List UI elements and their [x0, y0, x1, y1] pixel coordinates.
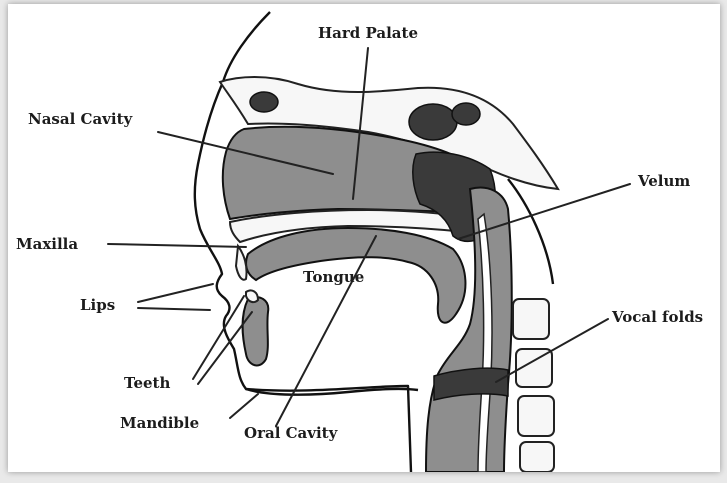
diagram-canvas: Hard Palate Nasal Cavity Velum Maxilla T…: [8, 4, 720, 472]
label-tongue: Tongue: [303, 268, 364, 286]
vertebrae: [508, 179, 554, 472]
leader-maxilla: [108, 244, 246, 247]
label-nasal-cavity: Nasal Cavity: [28, 110, 134, 128]
label-teeth: Teeth: [124, 374, 170, 392]
leader-lips-lower: [138, 308, 210, 310]
vocal-tract-drawing: [195, 12, 558, 472]
label-lips: Lips: [80, 296, 115, 314]
lower-teeth: [246, 290, 258, 302]
label-hard-palate: Hard Palate: [318, 24, 418, 42]
label-velum: Velum: [637, 172, 690, 190]
label-oral-cavity: Oral Cavity: [244, 424, 339, 442]
label-mandible: Mandible: [120, 414, 199, 432]
sinus-right: [409, 104, 457, 140]
upper-teeth: [236, 246, 247, 280]
leader-lips-upper: [138, 284, 213, 302]
leader-mandible: [230, 394, 258, 418]
sinus-left: [250, 92, 278, 112]
vocal-tract-diagram: Hard Palate Nasal Cavity Velum Maxilla T…: [8, 4, 720, 472]
sinus-far-right: [452, 103, 480, 125]
mandible-region: [243, 297, 269, 365]
label-vocal-folds: Vocal folds: [611, 308, 703, 326]
label-maxilla: Maxilla: [16, 235, 78, 253]
